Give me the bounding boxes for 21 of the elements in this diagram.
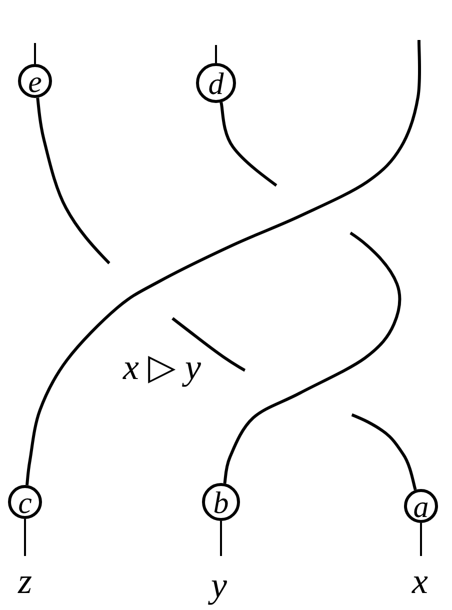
strand-label: z xyxy=(18,563,32,599)
node-label: d xyxy=(208,68,224,98)
strand-end xyxy=(215,45,217,63)
circle-node xyxy=(18,64,52,98)
strand xyxy=(36,98,417,490)
strand-end xyxy=(220,521,222,556)
circle-node xyxy=(196,63,236,103)
circle-node xyxy=(8,485,42,519)
strand-label: x xyxy=(412,563,428,599)
node-label: e xyxy=(28,66,42,96)
strand-end xyxy=(420,523,422,556)
strand-label: x ▷ y xyxy=(123,349,201,385)
strand-end xyxy=(26,40,422,486)
node-label: a xyxy=(413,490,429,522)
node-label: c xyxy=(18,486,32,518)
circle-node xyxy=(404,489,438,523)
node-label: b xyxy=(213,486,229,518)
strand xyxy=(220,102,402,484)
strand-end xyxy=(24,519,26,556)
circle-node xyxy=(202,483,240,521)
strand-end xyxy=(34,43,36,64)
